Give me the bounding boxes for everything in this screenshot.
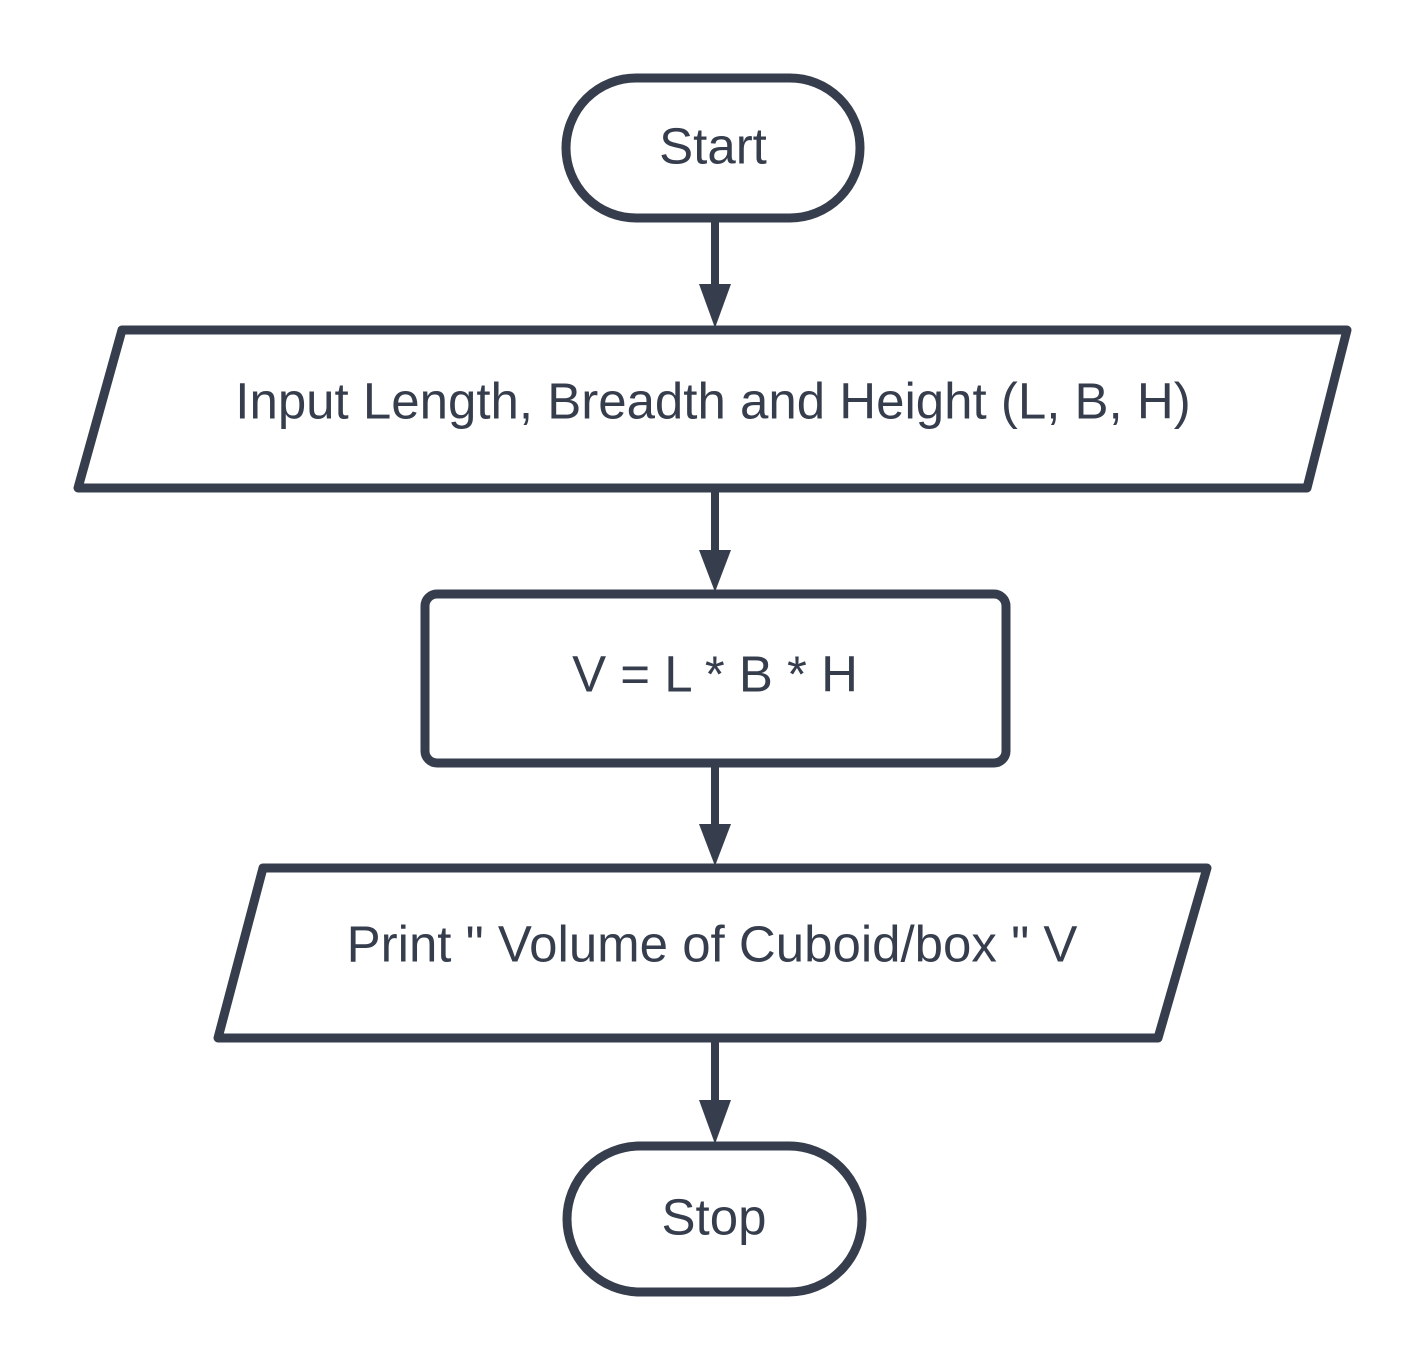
- stop-label: Stop: [662, 1189, 767, 1246]
- input-label: Input Length, Breadth and Height (L, B, …: [235, 373, 1190, 430]
- input-parallelogram-shape: [73, 325, 1352, 493]
- node-process: V = L * B * H: [420, 589, 1011, 768]
- output-parallelogram-shape: [213, 863, 1212, 1043]
- output-label: Print " Volume of Cuboid/box " V: [347, 916, 1078, 973]
- node-start: Start: [561, 73, 865, 223]
- edge-process-to-output: [699, 763, 731, 866]
- process-label: V = L * B * H: [572, 646, 858, 703]
- arrowhead: [699, 1100, 731, 1144]
- edge-output-to-stop: [699, 1038, 731, 1144]
- arrowhead: [699, 550, 731, 592]
- arrowhead: [699, 284, 731, 328]
- edge-input-to-process: [699, 488, 731, 592]
- node-output: Print " Volume of Cuboid/box " V: [213, 863, 1212, 1043]
- start-label: Start: [659, 118, 767, 175]
- edge-start-to-input: [699, 218, 731, 328]
- node-stop: Stop: [562, 1141, 867, 1297]
- stop-terminator-shape: [562, 1141, 867, 1297]
- node-input: Input Length, Breadth and Height (L, B, …: [73, 325, 1352, 493]
- arrowhead: [699, 824, 731, 866]
